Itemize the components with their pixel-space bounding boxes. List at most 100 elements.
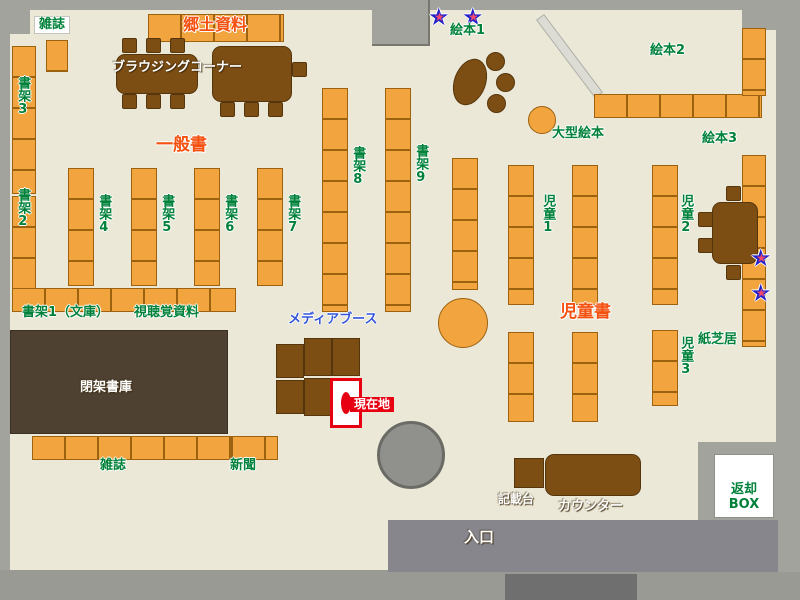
children-shelf-lower-b (572, 332, 598, 422)
bookshelf-1-bunko-shelf (12, 288, 236, 312)
chair (146, 38, 161, 53)
label-general-books: 一般書 (156, 135, 207, 155)
label-picture-books-2: 絵本2 (650, 43, 686, 58)
label-shelf-8: 書架8 (350, 146, 366, 187)
bookshelf-7 (257, 168, 283, 286)
media-booth-unit (304, 378, 332, 416)
label-shelf-4: 書架4 (96, 194, 112, 235)
browsing-table-right (212, 46, 292, 102)
chair (726, 186, 741, 201)
chair (170, 38, 185, 53)
label-shelf-5: 書架5 (159, 194, 175, 235)
media-booth-unit (304, 338, 332, 376)
media-booth-unit (332, 338, 360, 376)
story-stool (486, 52, 505, 71)
closed-stacks-room (10, 330, 228, 434)
star-inner: ★ (756, 251, 767, 265)
wall-pillar-top (372, 0, 430, 46)
counter-desk (545, 454, 641, 496)
children-shelf-2 (652, 165, 678, 305)
pillar (377, 421, 445, 489)
label-picture-books-3: 絵本3 (702, 131, 738, 146)
picture-books-2-shelf (594, 94, 762, 118)
label-children-3: 児童3 (678, 336, 694, 377)
star-outer: ★ (750, 279, 772, 307)
large-picture-books-stand (528, 106, 556, 134)
newspapers-shelf (232, 436, 278, 460)
entrance-mat (505, 574, 637, 600)
bookshelf-4 (68, 168, 94, 286)
chair (122, 38, 137, 53)
chair (268, 102, 283, 117)
wall-left (0, 0, 10, 600)
label-children-2: 児童2 (678, 194, 694, 235)
children-reading-table (712, 202, 758, 264)
star-outer: ★ (462, 3, 484, 31)
entrance-area (388, 520, 778, 572)
label-newspapers: 新聞 (230, 458, 257, 473)
chair (292, 62, 307, 77)
star-inner: ★ (468, 10, 479, 24)
writing-stand-desk (514, 458, 544, 488)
return-box: 返却 BOX (714, 454, 774, 518)
label-kamishibai: 紙芝居 (698, 332, 738, 347)
chair (122, 94, 137, 109)
chair (726, 265, 741, 280)
star-outer: ★ (750, 244, 772, 272)
label-shelf-6: 書架6 (222, 194, 238, 235)
label-magazines-bottom: 雑誌 (100, 458, 127, 473)
chair (244, 102, 259, 117)
media-booth-unit (276, 380, 304, 414)
magazines-top-shelf (46, 40, 68, 72)
label-children-books: 児童書 (560, 302, 611, 322)
label-audiovisual: 視聴覚資料 (134, 305, 200, 320)
label-shelf-9: 書架9 (413, 144, 429, 185)
label-closed-stacks: 閉架書庫 (80, 380, 133, 395)
children-shelf-lower-a (508, 332, 534, 422)
bookshelf-6 (194, 168, 220, 286)
bookshelf-3 (12, 46, 36, 194)
label-media-booth: メディアブース (288, 312, 378, 327)
children-shelf-1b (572, 165, 598, 305)
label-magazines-top: 雑誌 (34, 16, 71, 35)
star-icon: ★★ (428, 5, 452, 29)
label-shelf-2: 書架2 (15, 188, 31, 229)
round-display-table (438, 298, 488, 348)
label-local-materials: 郷土資料 (182, 15, 247, 34)
chair (698, 238, 713, 253)
label-current-location: 現在地 (350, 397, 395, 413)
story-stool (487, 94, 506, 113)
wall-corner-top-right (742, 0, 800, 30)
wall-corner-top-left (0, 0, 30, 34)
label-picture-books-1: 絵本1 (450, 23, 486, 38)
return-box-label-line1: 返却 (730, 482, 757, 498)
wall-shelf-right-top (742, 28, 766, 96)
bookshelf-9 (385, 88, 411, 312)
chair (170, 94, 185, 109)
label-shelf-7: 書架7 (285, 194, 301, 235)
browsing-table-left (116, 54, 198, 94)
label-shelf-3: 書架3 (15, 76, 31, 117)
label-writing-stand: 記載台 (498, 492, 535, 506)
star-inner: ★ (434, 10, 445, 24)
media-booth-unit (276, 344, 304, 378)
label-counter: カウンター (558, 499, 624, 514)
bookshelf-8 (322, 88, 348, 312)
story-stool (496, 73, 515, 92)
return-box-label-line2: BOX (728, 496, 760, 512)
bookshelf-center (452, 158, 478, 290)
bookshelf-5 (131, 168, 157, 286)
local-materials-shelf (148, 14, 284, 42)
star-icon: ★★ (750, 246, 774, 270)
star-inner: ★ (756, 286, 767, 300)
children-shelf-3 (652, 330, 678, 406)
star-outer: ★ (428, 3, 450, 31)
star-icon: ★★ (462, 5, 486, 29)
wall-bottom-band (0, 570, 800, 600)
current-location-marker (341, 392, 351, 414)
label-shelf-1-bunko: 書架1（文庫） (22, 305, 110, 320)
magazines-bottom-shelf (32, 436, 232, 460)
partition-diagonal (536, 14, 603, 99)
chair (698, 212, 713, 227)
